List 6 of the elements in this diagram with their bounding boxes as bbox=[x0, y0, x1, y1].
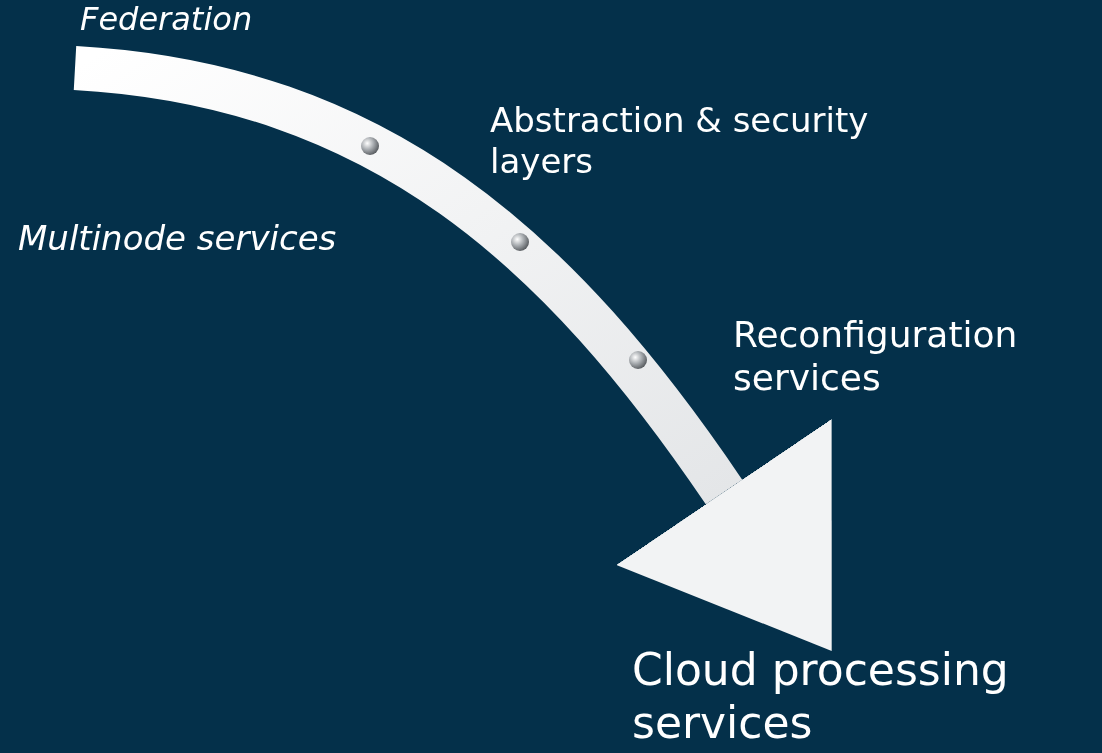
node-text: Cloud processing services bbox=[632, 644, 1010, 750]
stage-label: Reconfiguration services bbox=[733, 313, 1019, 400]
node-text: Federation bbox=[80, 0, 254, 39]
curved-arrow bbox=[72, 46, 835, 650]
stage-label: Abstraction & security layers bbox=[490, 100, 870, 182]
stage-label: Multinode services bbox=[18, 218, 338, 259]
